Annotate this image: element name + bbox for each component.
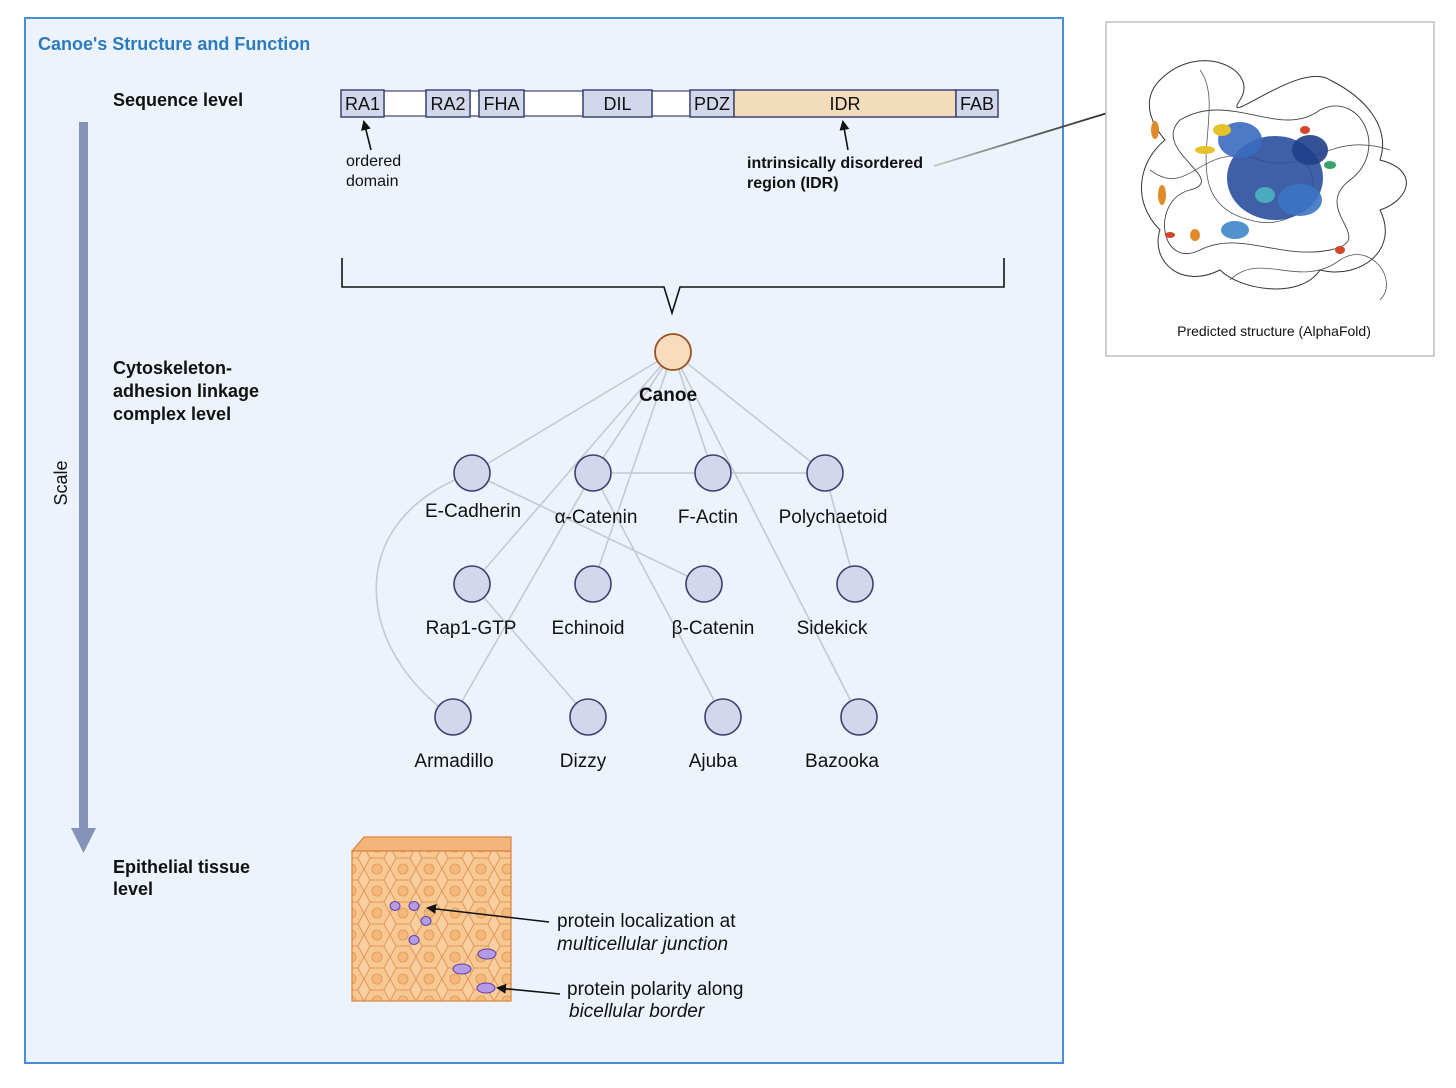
scale-label: Scale: [51, 460, 71, 505]
sequence-brace: [341, 258, 1005, 316]
figure-title: Canoe's Structure and Function: [38, 34, 310, 54]
edge-canoe-factin: [672, 351, 714, 474]
idr-arrow: [839, 120, 850, 151]
edge-ecadherin-armadillo: [375, 472, 473, 718]
edge-rap1-dizzy: [471, 583, 589, 718]
edge-canoe-acatenin: [592, 351, 674, 474]
node-echinoid: [574, 565, 612, 603]
domain-pdz-label: PDZ: [694, 94, 730, 114]
node-bazooka: [840, 698, 878, 736]
node-polychaetoid: [806, 454, 844, 492]
polarity-label-line1: protein polarity along: [567, 979, 743, 1000]
idr-label-line1: intrinsically disordered: [747, 155, 923, 172]
protein-dot: [408, 935, 420, 945]
linker-segment: [383, 90, 427, 117]
node-bazooka-label: Bazooka: [805, 751, 879, 772]
domain-fab: [955, 89, 999, 118]
network-nodes: Canoe E-Cadherin α-Catenin F-Actin Polyc…: [414, 333, 888, 772]
ordered-domain-label-line2: domain: [346, 173, 398, 190]
structure-caption: Predicted structure (AlphaFold): [1177, 323, 1371, 339]
node-ecadherin: [453, 454, 491, 492]
edge-acatenin-ajuba: [592, 472, 724, 718]
localization-label-line1: protein localization at: [557, 911, 736, 932]
main-panel: [24, 17, 1064, 1064]
domain-bar: RA1 RA2 FHA DIL PDZ IDR FAB: [340, 89, 999, 118]
node-canoe: [654, 333, 692, 371]
scale-arrow: [71, 122, 96, 853]
node-echinoid-label: Echinoid: [552, 618, 625, 639]
localization-label-line2: multicellular junction: [557, 934, 728, 955]
domain-idr-label: IDR: [830, 94, 861, 114]
domain-fha-label: FHA: [484, 94, 520, 114]
node-canoe-label: Canoe: [639, 385, 697, 406]
network-edges: [375, 351, 860, 718]
node-rap1-label: Rap1-GTP: [426, 618, 517, 639]
node-factin: [694, 454, 732, 492]
tissue-block-illustration: [350, 836, 512, 1002]
protein-polarity-mark: [477, 948, 497, 960]
linker-segment: [523, 90, 584, 117]
tissue-level-label-line1: Epithelial tissue: [113, 857, 250, 877]
sequence-level-label: Sequence level: [113, 90, 243, 110]
node-dizzy-label: Dizzy: [560, 751, 607, 772]
complex-level-label-line3: complex level: [113, 404, 231, 424]
node-acatenin: [574, 454, 612, 492]
node-polychaetoid-label: Polychaetoid: [779, 507, 888, 528]
protein-polarity-mark: [476, 982, 496, 994]
edge-polychaetoid-sidekick: [824, 472, 856, 585]
protein-dot: [389, 901, 401, 911]
edge-canoe-polychaetoid: [672, 351, 826, 474]
domain-idr: [733, 89, 957, 118]
node-dizzy: [569, 698, 607, 736]
linker-segment: [469, 90, 480, 117]
edge-canoe-echinoid: [592, 351, 674, 585]
domain-fha: [478, 89, 525, 118]
domain-ra1-label: RA1: [345, 94, 380, 114]
node-ajuba: [704, 698, 742, 736]
complex-level-label-line2: adhesion linkage: [113, 381, 259, 401]
domain-ra1: [340, 89, 385, 118]
node-ajuba-label: Ajuba: [689, 751, 738, 772]
node-acatenin-label: α-Catenin: [555, 507, 638, 528]
protein-dot: [408, 901, 420, 911]
node-ecadherin-label: E-Cadherin: [425, 501, 521, 522]
node-armadillo: [434, 698, 472, 736]
domain-pdz: [689, 89, 735, 118]
protein-polarity-mark: [452, 963, 472, 975]
polarity-label-line2: bicellular border: [569, 1001, 705, 1022]
edge-canoe-rap1: [471, 351, 674, 585]
linker-segment: [651, 90, 691, 117]
edge-canoe-bazooka: [672, 351, 860, 718]
node-factin-label: F-Actin: [678, 507, 738, 528]
node-armadillo-label: Armadillo: [414, 751, 493, 772]
domain-dil-label: DIL: [603, 94, 631, 114]
domain-dil: [582, 89, 653, 118]
ordered-domain-arrow: [361, 120, 372, 151]
node-bcatenin: [685, 565, 723, 603]
ordered-domain-label-line1: ordered: [346, 153, 401, 170]
protein-dot: [420, 916, 432, 926]
edge-canoe-ecadherin: [471, 351, 674, 474]
node-sidekick-label: Sidekick: [797, 618, 868, 639]
alphafold-structure-image: [1141, 60, 1407, 301]
localization-arrow: [426, 903, 550, 923]
domain-fab-label: FAB: [960, 94, 994, 114]
polarity-arrow: [496, 983, 561, 995]
node-rap1: [453, 565, 491, 603]
complex-level-label-line1: Cytoskeleton-: [113, 358, 232, 378]
domain-ra2: [425, 89, 471, 118]
edge-acatenin-armadillo: [452, 472, 594, 718]
node-sidekick: [836, 565, 874, 603]
domain-ra2-label: RA2: [430, 94, 465, 114]
edge-ecadherin-bcatenin: [471, 472, 705, 585]
tissue-level-label-line2: level: [113, 879, 153, 899]
idr-label-line2: region (IDR): [747, 175, 839, 192]
node-bcatenin-label: β-Catenin: [672, 618, 755, 639]
